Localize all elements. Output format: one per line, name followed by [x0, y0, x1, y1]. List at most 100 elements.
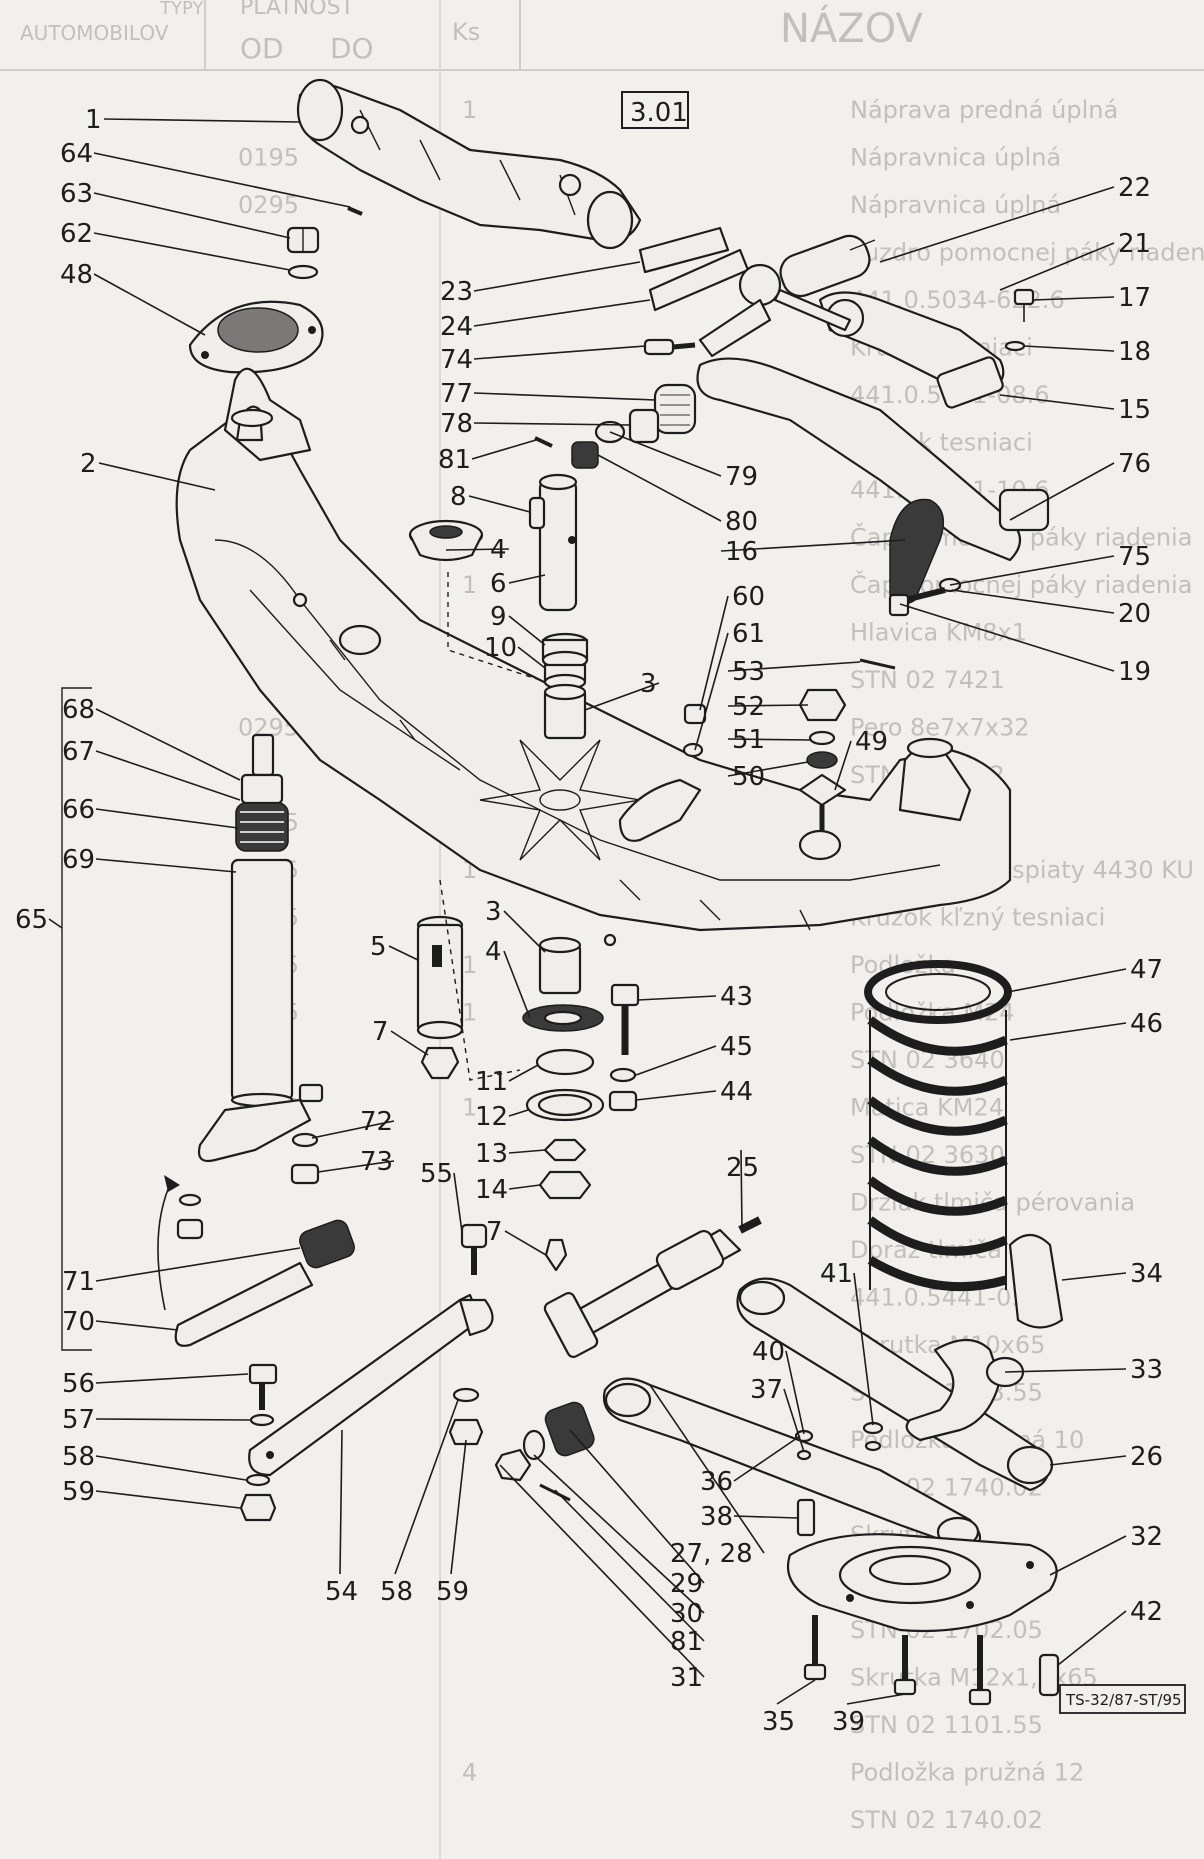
section-code: 3.01: [630, 98, 688, 128]
part-label-75: 75: [1118, 542, 1151, 572]
part-label-76: 76: [1118, 449, 1151, 479]
part-label-61: 61: [732, 619, 765, 649]
leader-line: [468, 495, 531, 513]
leader-line: [499, 1464, 705, 1678]
part-label-8: 8: [450, 482, 467, 512]
part-label-9: 9: [490, 602, 507, 632]
leader-line: [508, 1109, 529, 1117]
control-arm-26: [736, 1277, 1054, 1492]
ghost-part-name: Pero 8e7x7x32: [850, 714, 1030, 742]
leader-line: [879, 186, 1115, 263]
header-do: DO: [330, 32, 374, 65]
part-label-55: 55: [420, 1159, 453, 1189]
ghost-part-name: Hlavica KM8x1: [850, 619, 1027, 647]
part-label-4: 4: [490, 535, 507, 565]
leader-line: [635, 1090, 717, 1101]
leader-line: [569, 1429, 705, 1584]
part-label-22: 22: [1118, 173, 1151, 203]
ghost-part-qty: 4: [462, 1759, 477, 1787]
part-label-73: 73: [360, 1147, 393, 1177]
leader-line: [93, 232, 291, 271]
part-label-29: 29: [670, 1569, 703, 1599]
strut-54: [248, 1293, 494, 1477]
leader-line: [853, 1272, 874, 1426]
leader-line: [1061, 1272, 1127, 1281]
leader-line: [727, 704, 809, 707]
part-label-25: 25: [726, 1153, 759, 1183]
bushing-stack-9-10-3: [541, 632, 589, 740]
pin-5: [416, 915, 464, 1040]
part-label-59: 59: [436, 1577, 469, 1607]
leader-line: [450, 1439, 467, 1575]
part-label-1: 1: [85, 105, 102, 135]
nut-63: [286, 226, 320, 254]
leader-line: [649, 1384, 765, 1554]
leader-line: [503, 950, 531, 1019]
plate-32: [786, 1533, 1058, 1633]
leader-line: [103, 118, 301, 123]
leader-line: [508, 1149, 546, 1154]
leader-line: [1049, 1535, 1127, 1576]
part-label-77: 77: [440, 379, 473, 409]
leader-line: [93, 273, 206, 336]
bushing-29: [544, 1401, 595, 1457]
part-label-41: 41: [820, 1259, 853, 1289]
part-label-11: 11: [475, 1067, 508, 1097]
part-label-37: 37: [750, 1375, 783, 1405]
leader-line: [899, 603, 1115, 672]
ghost-part-name: STN 02 1101.55: [850, 1711, 1043, 1739]
leader-line: [95, 1373, 249, 1384]
part-label-59: 59: [62, 1477, 95, 1507]
leader-line: [98, 462, 216, 491]
header-types-sub: AUTOMOBILOV: [20, 21, 169, 45]
part-label-39: 39: [832, 1707, 865, 1737]
leader-line: [1009, 462, 1115, 521]
ghost-part-from: 0195: [238, 144, 299, 172]
part-label-53: 53: [732, 657, 765, 687]
crossmember-2: [175, 367, 1012, 947]
part-label-81: 81: [670, 1627, 703, 1657]
leader-line: [388, 945, 419, 961]
leader-line: [504, 1230, 547, 1256]
leader-line: [609, 431, 722, 477]
part-label-65: 65: [15, 905, 48, 935]
leader-line: [727, 761, 809, 777]
leader-line: [727, 661, 861, 672]
cap-4-top: [408, 519, 484, 562]
front-axle-exploded-drawing: 3.01 TS-32/87-ST/95: [15, 78, 1186, 1737]
part-label-52: 52: [732, 692, 765, 722]
header-qty: Ks: [452, 18, 480, 46]
bump-stop-34: [1008, 1233, 1064, 1329]
ghost-part-name: Podložka pružná 12: [850, 1759, 1084, 1787]
shock-absorber-65: [197, 733, 324, 1163]
part-label-67: 67: [62, 737, 95, 767]
header-od: OD: [240, 32, 284, 65]
kingpin-6: [528, 473, 578, 612]
coil-spring-46: [864, 960, 1012, 1292]
leader-line: [776, 1679, 816, 1705]
part-label-74: 74: [440, 345, 473, 375]
part-label-13: 13: [475, 1139, 508, 1169]
part-label-31: 31: [670, 1663, 703, 1693]
part-label-78: 78: [440, 409, 473, 439]
leader-line: [1057, 1610, 1127, 1666]
part-label-40: 40: [752, 1337, 785, 1367]
part-label-60: 60: [732, 582, 765, 612]
part-label-32: 32: [1130, 1522, 1163, 1552]
leader-line: [95, 1490, 241, 1509]
leader-line: [473, 422, 631, 426]
leader-line: [584, 682, 660, 711]
part-label-63: 63: [60, 179, 93, 209]
part-label-24: 24: [440, 312, 473, 342]
leader-line: [93, 152, 351, 208]
leader-line: [699, 595, 729, 711]
ghost-part-qty: 1: [462, 1094, 477, 1122]
leader-line: [533, 1454, 705, 1614]
leader-line: [473, 261, 641, 292]
part-label-35: 35: [762, 1707, 795, 1737]
leader-line: [453, 1172, 463, 1233]
part-label-4: 4: [485, 937, 502, 967]
grease-nipple-7a: [420, 1046, 460, 1080]
leader-line: [1032, 296, 1115, 301]
part-label-72: 72: [360, 1107, 393, 1137]
